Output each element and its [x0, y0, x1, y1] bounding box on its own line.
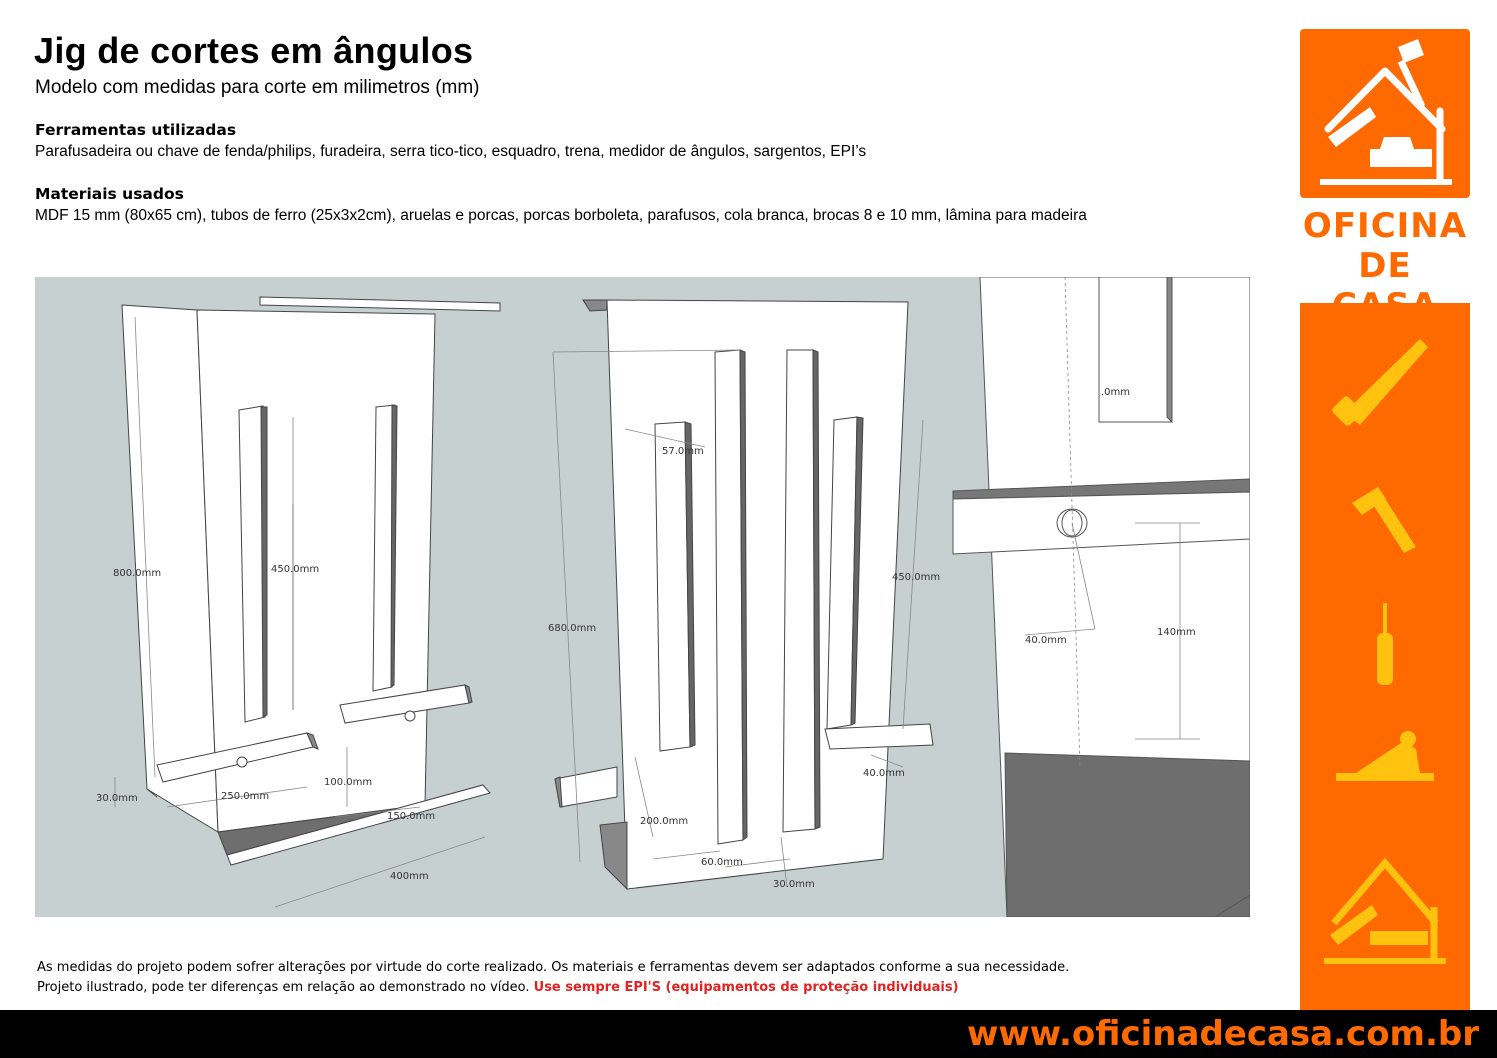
- dim-400: 400mm: [390, 871, 429, 882]
- dim-57: 57.0mm: [662, 446, 704, 457]
- footer-note-2: Projeto ilustrado, pode ter diferenças e…: [37, 980, 959, 995]
- tool-icons: [1324, 339, 1446, 964]
- footer-note-1: As medidas do projeto podem sofrer alter…: [37, 960, 1070, 975]
- dim-680: 680.0mm: [548, 623, 596, 634]
- dim-450-a: 450.0mm: [271, 564, 319, 575]
- dim-30-a: 30.0mm: [96, 793, 138, 804]
- dim-100: 100.0mm: [324, 777, 372, 788]
- jig-view-front: [121, 296, 501, 866]
- jig-view-detail-dims: [1024, 277, 1200, 768]
- footer-bar: [0, 1010, 1497, 1058]
- plane-icon: [1336, 731, 1434, 781]
- dim-40-b: 40.0mm: [1025, 635, 1067, 646]
- saw-icon: [1332, 339, 1428, 426]
- materials-heading: Materiais usados: [35, 185, 184, 203]
- jig-drawing: 800.0mm 450.0mm 100.0mm 30.0mm 250.0mm 1…: [96, 277, 1250, 917]
- dim-140: 140mm: [1157, 627, 1196, 638]
- tools-text: Parafusadeira ou chave de fenda/philips,…: [35, 143, 867, 160]
- dim-30-b: 30.0mm: [773, 879, 815, 890]
- brand-name-line-1: OFICINA: [1302, 206, 1468, 246]
- house-tools-icon: [1324, 857, 1446, 964]
- dim-60: 60.0mm: [701, 857, 743, 868]
- dim-250: 250.0mm: [221, 791, 269, 802]
- jig-diagram: 800.0mm 450.0mm 100.0mm 30.0mm 250.0mm 1…: [35, 277, 1250, 917]
- tool-icons-strip: [1300, 303, 1470, 1010]
- page-subtitle: Modelo com medidas para corte em milimet…: [35, 77, 480, 98]
- materials-text: MDF 15 mm (80x65 cm), tubos de ferro (25…: [35, 207, 1087, 224]
- dim-150: 150.0mm: [387, 811, 435, 822]
- page-title: Jig de cortes em ângulos: [34, 30, 474, 71]
- dim-200: 200.0mm: [640, 816, 688, 827]
- footer-note-2-text: Projeto ilustrado, pode ter diferenças e…: [37, 980, 530, 995]
- dim-0: .0mm: [1101, 387, 1130, 398]
- website-link[interactable]: www.oficinadecasa.com.br: [966, 1014, 1479, 1054]
- dim-40-a: 40.0mm: [863, 768, 905, 779]
- dim-800: 800.0mm: [113, 568, 161, 579]
- screwdriver-icon: [1377, 603, 1393, 685]
- jig-view-side: [554, 299, 934, 891]
- brand-logo: [1300, 29, 1470, 198]
- tools-heading: Ferramentas utilizadas: [35, 121, 237, 139]
- jig-view-detail: [952, 277, 1250, 917]
- dim-450-b: 450.0mm: [892, 572, 940, 583]
- hammer-icon: [1352, 487, 1416, 553]
- safety-warning: Use sempre EPI'S (equipamentos de proteç…: [533, 980, 959, 995]
- jig-view-side-dims: [552, 349, 924, 888]
- jig-view-front-dims: [114, 316, 486, 908]
- house-tools-icon: [1320, 39, 1452, 185]
